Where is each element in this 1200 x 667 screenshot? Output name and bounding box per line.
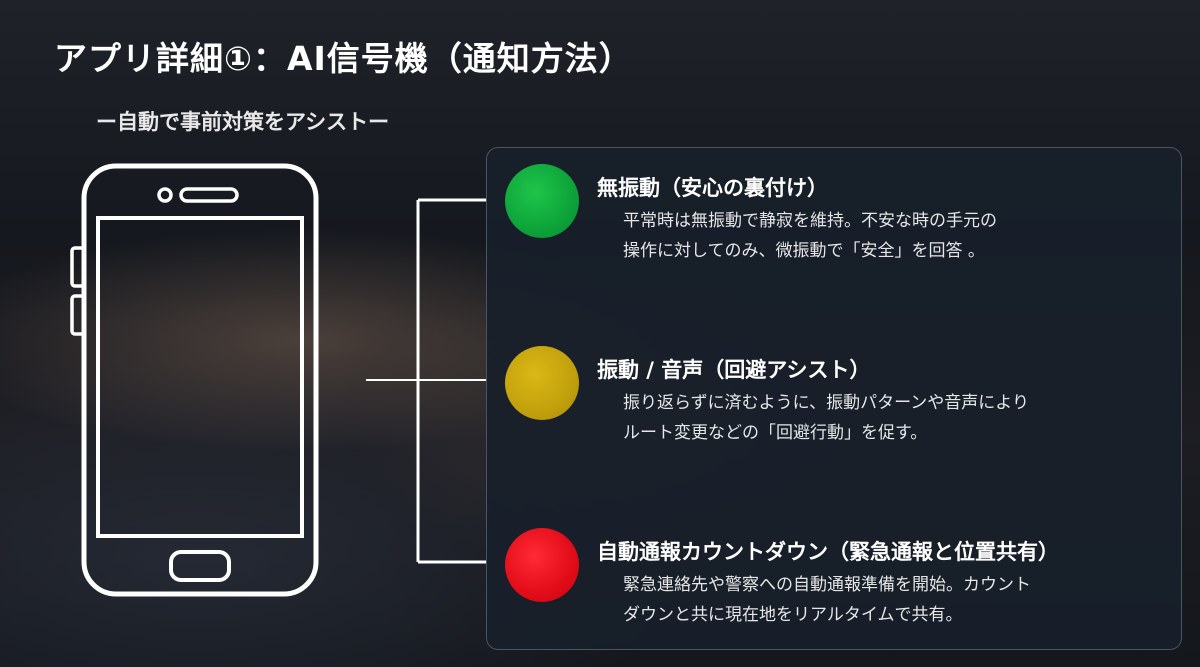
slide-title: アプリ詳細①：AI信号機（通知方法） [54, 39, 633, 78]
slide-subtitle: ー自動で事前対策をアシストー [96, 110, 390, 134]
item-title: 自動通報カウントダウン（緊急通報と位置共有） [597, 540, 1059, 564]
description-line: ルート変更などの「回避行動」を促す。 [623, 423, 928, 443]
description-line: 操作に対してのみ、微振動で「安全」を回答 。 [623, 241, 985, 261]
item-title: 振動 / 音声（回避アシスト） [597, 358, 871, 382]
description-line: 緊急連絡先や警察への自動通報準備を開始。カウント [623, 575, 1031, 595]
connector-bracket [366, 198, 486, 564]
notification-methods-panel: 無振動（安心の裏付け） 平常時は無振動で静寂を維持。不安な時の手元の 操作に対し… [486, 147, 1182, 650]
description-line: ダウンと共に現在地をリアルタイムで共有。 [623, 605, 963, 625]
yellow-light-icon [505, 346, 579, 420]
item-description: 緊急連絡先や警察への自動通報準備を開始。カウント ダウンと共に現在地をリアルタイ… [623, 570, 1031, 630]
item-description: 平常時は無振動で静寂を維持。不安な時の手元の 操作に対してのみ、微振動で「安全」… [623, 206, 997, 266]
item-title: 無振動（安心の裏付け） [597, 176, 828, 200]
green-light-icon [505, 164, 579, 238]
smartphone-icon [70, 163, 319, 597]
description-line: 平常時は無振動で静寂を維持。不安な時の手元の [623, 211, 997, 231]
red-light-icon [505, 528, 579, 602]
item-description: 振り返らずに済むように、振動パターンや音声により ルート変更などの「回避行動」を… [623, 388, 1029, 448]
description-line: 振り返らずに済むように、振動パターンや音声により [623, 393, 1029, 413]
